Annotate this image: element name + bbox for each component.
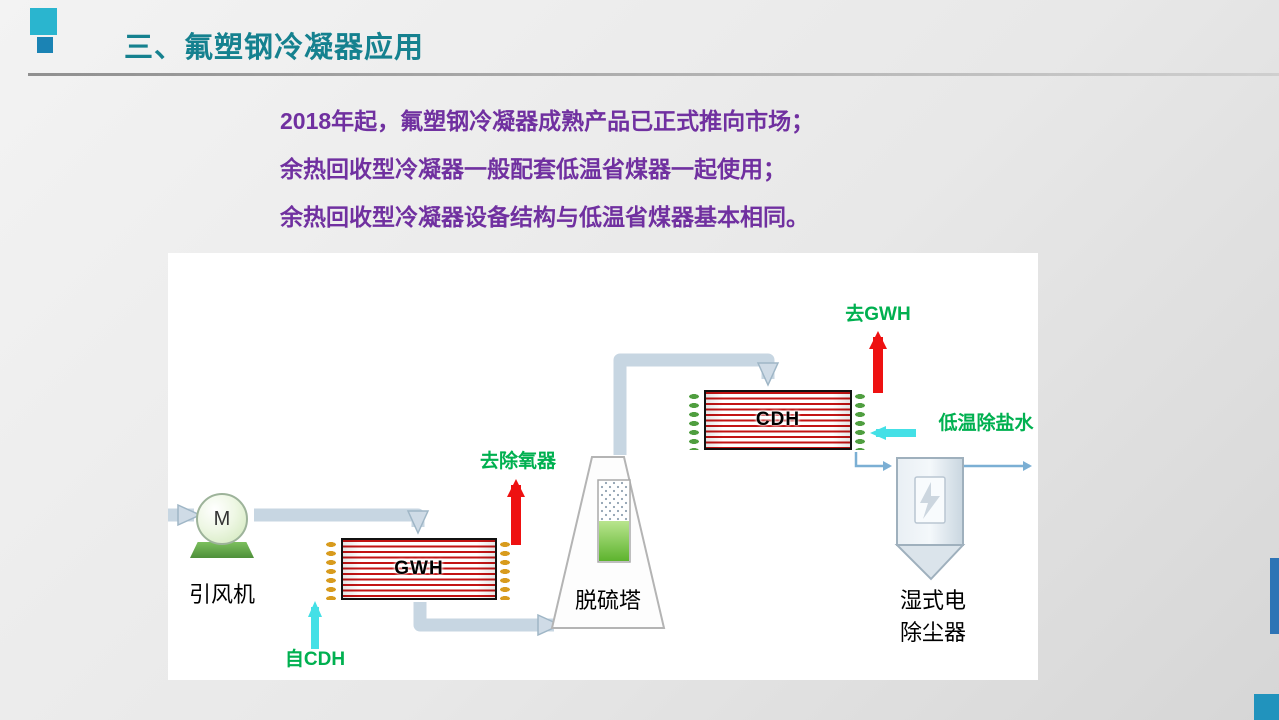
cdh-label: CDH — [755, 409, 801, 430]
tower-slurry-zone — [599, 521, 629, 561]
gwh-coil-right — [497, 540, 515, 600]
slide-title: 三、氟塑钢冷凝器应用 — [124, 32, 425, 64]
cdh-to-precipitator-line — [854, 452, 892, 471]
body-line-3: 余热回收型冷凝器设备结构与低温省煤器基本相同。 — [280, 204, 809, 230]
fan-motor: M — [196, 493, 248, 545]
gwh-to-tower-arrow — [413, 602, 562, 637]
fan-base — [190, 542, 254, 558]
tower-to-cdh-arrow — [613, 353, 780, 455]
decor-edge-bar — [1270, 558, 1279, 634]
gwh-coil-left — [323, 540, 341, 600]
gwh-exchanger: GWH — [341, 538, 497, 600]
demin-water-label: 低温除盐水 — [938, 413, 1034, 434]
fan-to-gwh-arrow — [254, 508, 430, 535]
tower-label: 脱硫塔 — [574, 588, 641, 613]
title-divider — [28, 73, 1279, 76]
cdh-coil-right — [852, 392, 870, 450]
cdh-exchanger: CDH — [704, 390, 852, 450]
body-text-block: 2018年起，氟塑钢冷凝器成熟产品已正式推向市场； 余热回收型冷凝器一般配套低温… — [280, 108, 814, 252]
diagram-connectors — [168, 331, 1032, 649]
decor-square-blue — [37, 37, 53, 53]
esp-label-line1: 湿式电 — [899, 588, 966, 613]
tower-spray-zone — [599, 481, 629, 521]
gwh-label: GWH — [394, 558, 444, 579]
lightning-icon — [920, 482, 940, 519]
wet-esp — [894, 457, 966, 581]
body-line-2: 余热回收型冷凝器一般配套低温省煤器一起使用； — [280, 156, 786, 182]
decor-corner-square — [1254, 694, 1279, 720]
to-gwh-label: 去GWH — [845, 304, 911, 325]
desulfurization-tower — [550, 456, 666, 629]
body-line-1: 2018年起，氟塑钢冷凝器成熟产品已正式推向市场； — [280, 108, 815, 134]
fan-motor-letter: M — [213, 507, 231, 530]
process-flow-diagram: M 引风机 GWH 去除氧器 自CDH 脱硫塔 CDH 去GWH 低温除盐水 湿… — [168, 253, 1038, 680]
decor-square-teal — [30, 8, 57, 35]
from-cdh-label: 自CDH — [284, 649, 346, 670]
esp-hopper — [894, 544, 966, 581]
fan-label: 引风机 — [188, 582, 255, 607]
to-deaerator-label: 去除氧器 — [479, 451, 556, 472]
cdh-coil-left — [686, 392, 704, 450]
esp-label-line2: 除尘器 — [899, 620, 966, 645]
